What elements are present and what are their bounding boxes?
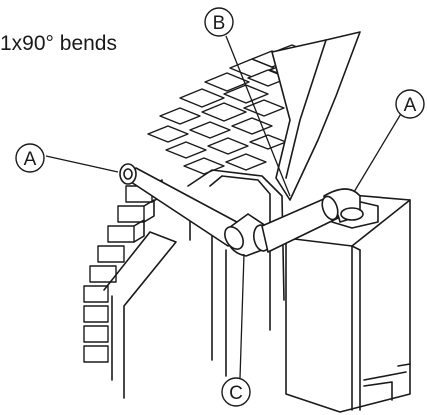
brick-wall-left [83,179,163,363]
callout-c: C [221,377,251,407]
callout-a-left-label: A [24,149,37,170]
callout-a-right: A [395,89,425,119]
callout-b: B [204,7,234,37]
leader-lines [45,35,403,379]
callout-a-left: A [15,143,45,173]
callout-b-label: B [213,13,226,34]
caption-text: 1x90° bends [0,32,117,55]
callout-a-right-label: A [404,95,417,116]
wall-panels [103,31,361,399]
boiler-unit [285,193,411,413]
flue-pipe [119,163,364,257]
callout-c-label: C [229,383,243,404]
